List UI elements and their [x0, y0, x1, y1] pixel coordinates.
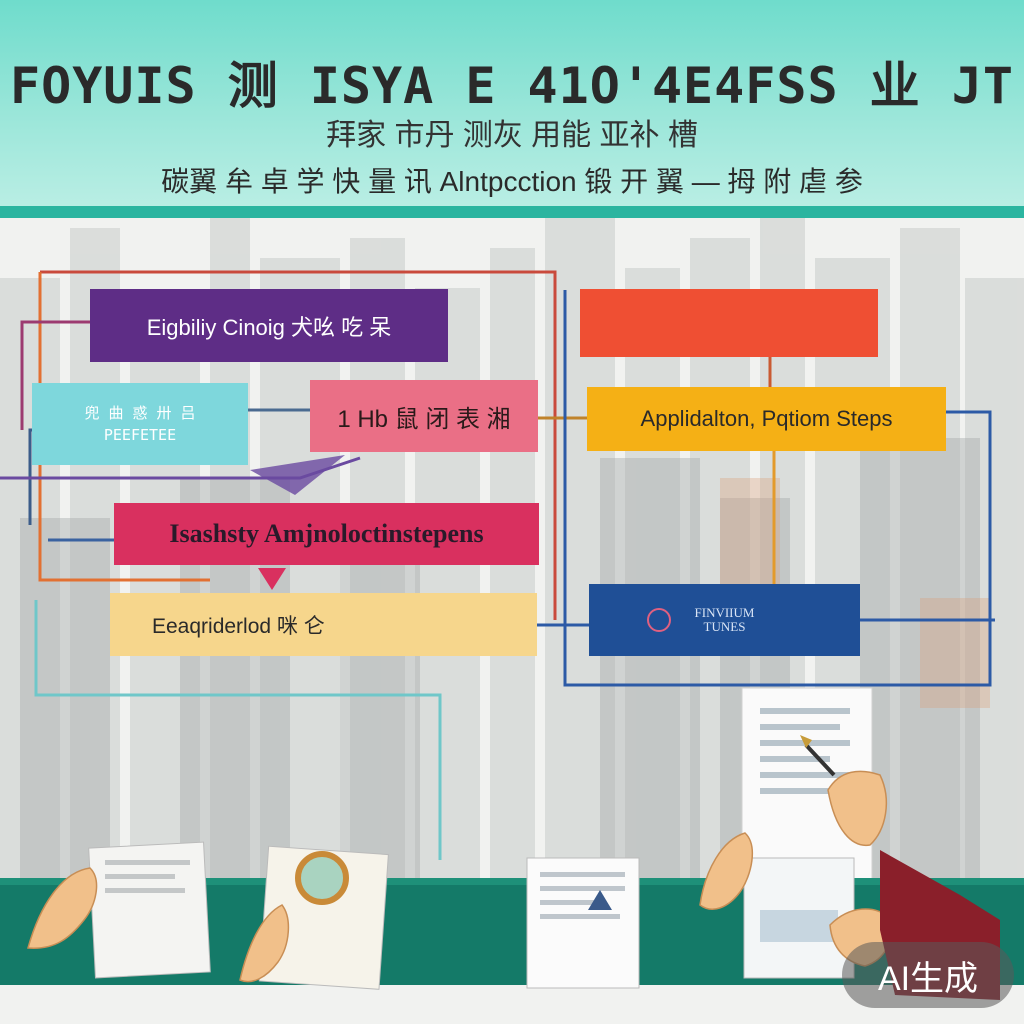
- hand-center-left-icon: [239, 904, 290, 983]
- required-period-box-label: Eeaqriderlod 咪 仑: [152, 614, 325, 638]
- pen-icon: [804, 743, 836, 777]
- inspection-steps-box-label: Isashsty Amjnoloctinstepens: [169, 519, 484, 548]
- hand-center-icon: [699, 832, 753, 910]
- page-title: FOYUIS 测 ISYA E 41O'4E4FSS 业 JT: [10, 57, 1014, 115]
- page-subtitle: 拜家 市丹 测灰 用能 亚补 槽: [326, 119, 698, 152]
- hand-left-icon: [27, 867, 98, 949]
- finance-box-line1: FINVIIUM: [694, 605, 755, 620]
- document-center-icon: [526, 857, 640, 989]
- requirements-box-line2: PEEFETEE: [103, 426, 177, 444]
- red-header-box: [580, 289, 878, 357]
- pink-step-box-label: 1 Hb 鼠 闭 表 湘: [337, 405, 511, 433]
- inspection-steps-box: Isashsty Amjnoloctinstepens: [114, 503, 539, 565]
- eligibility-box-label: Eigbiliy Cinoig 犬吆 吃 呆: [146, 314, 392, 340]
- eligibility-box: Eigbiliy Cinoig 犬吆 吃 呆: [90, 289, 448, 362]
- document-right-icon: [743, 857, 855, 979]
- header-divider: [0, 206, 1024, 218]
- application-steps-box: Applidalton, Pqtiom Steps: [587, 387, 946, 451]
- document-left-icon: [88, 841, 211, 979]
- application-steps-box-label: Applidalton, Pqtiom Steps: [640, 406, 893, 431]
- hand-right-top-icon: [827, 770, 888, 847]
- pink-step-box: 1 Hb 鼠 闭 表 湘: [310, 380, 538, 452]
- document-magnifier-icon: [258, 845, 389, 990]
- header-banner: FOYUIS 测 ISYA E 41O'4E4FSS 业 JT 拜家 市丹 测灰…: [0, 0, 1024, 206]
- ai-generated-badge-label: AI生成: [877, 959, 979, 998]
- ai-generated-badge: AI生成: [842, 942, 1014, 1008]
- required-period-box: Eeaqriderlod 咪 仑: [110, 593, 537, 656]
- page-subtitle-secondary: 碳翼 牟 卓 学 快 量 讯 Alntpcction 锻 开 翼 — 拇 附 虐…: [161, 166, 863, 197]
- requirements-box: 兜 曲 惑 卅 吕 PEEFETEE: [32, 383, 248, 465]
- desk-edge: [0, 878, 1024, 888]
- finance-box: FINVIIUM TUNES: [589, 584, 860, 656]
- bag-icon: [647, 608, 671, 632]
- requirements-box-line1: 兜 曲 惑 卅 吕: [84, 404, 196, 422]
- finance-box-line2: TUNES: [703, 619, 746, 634]
